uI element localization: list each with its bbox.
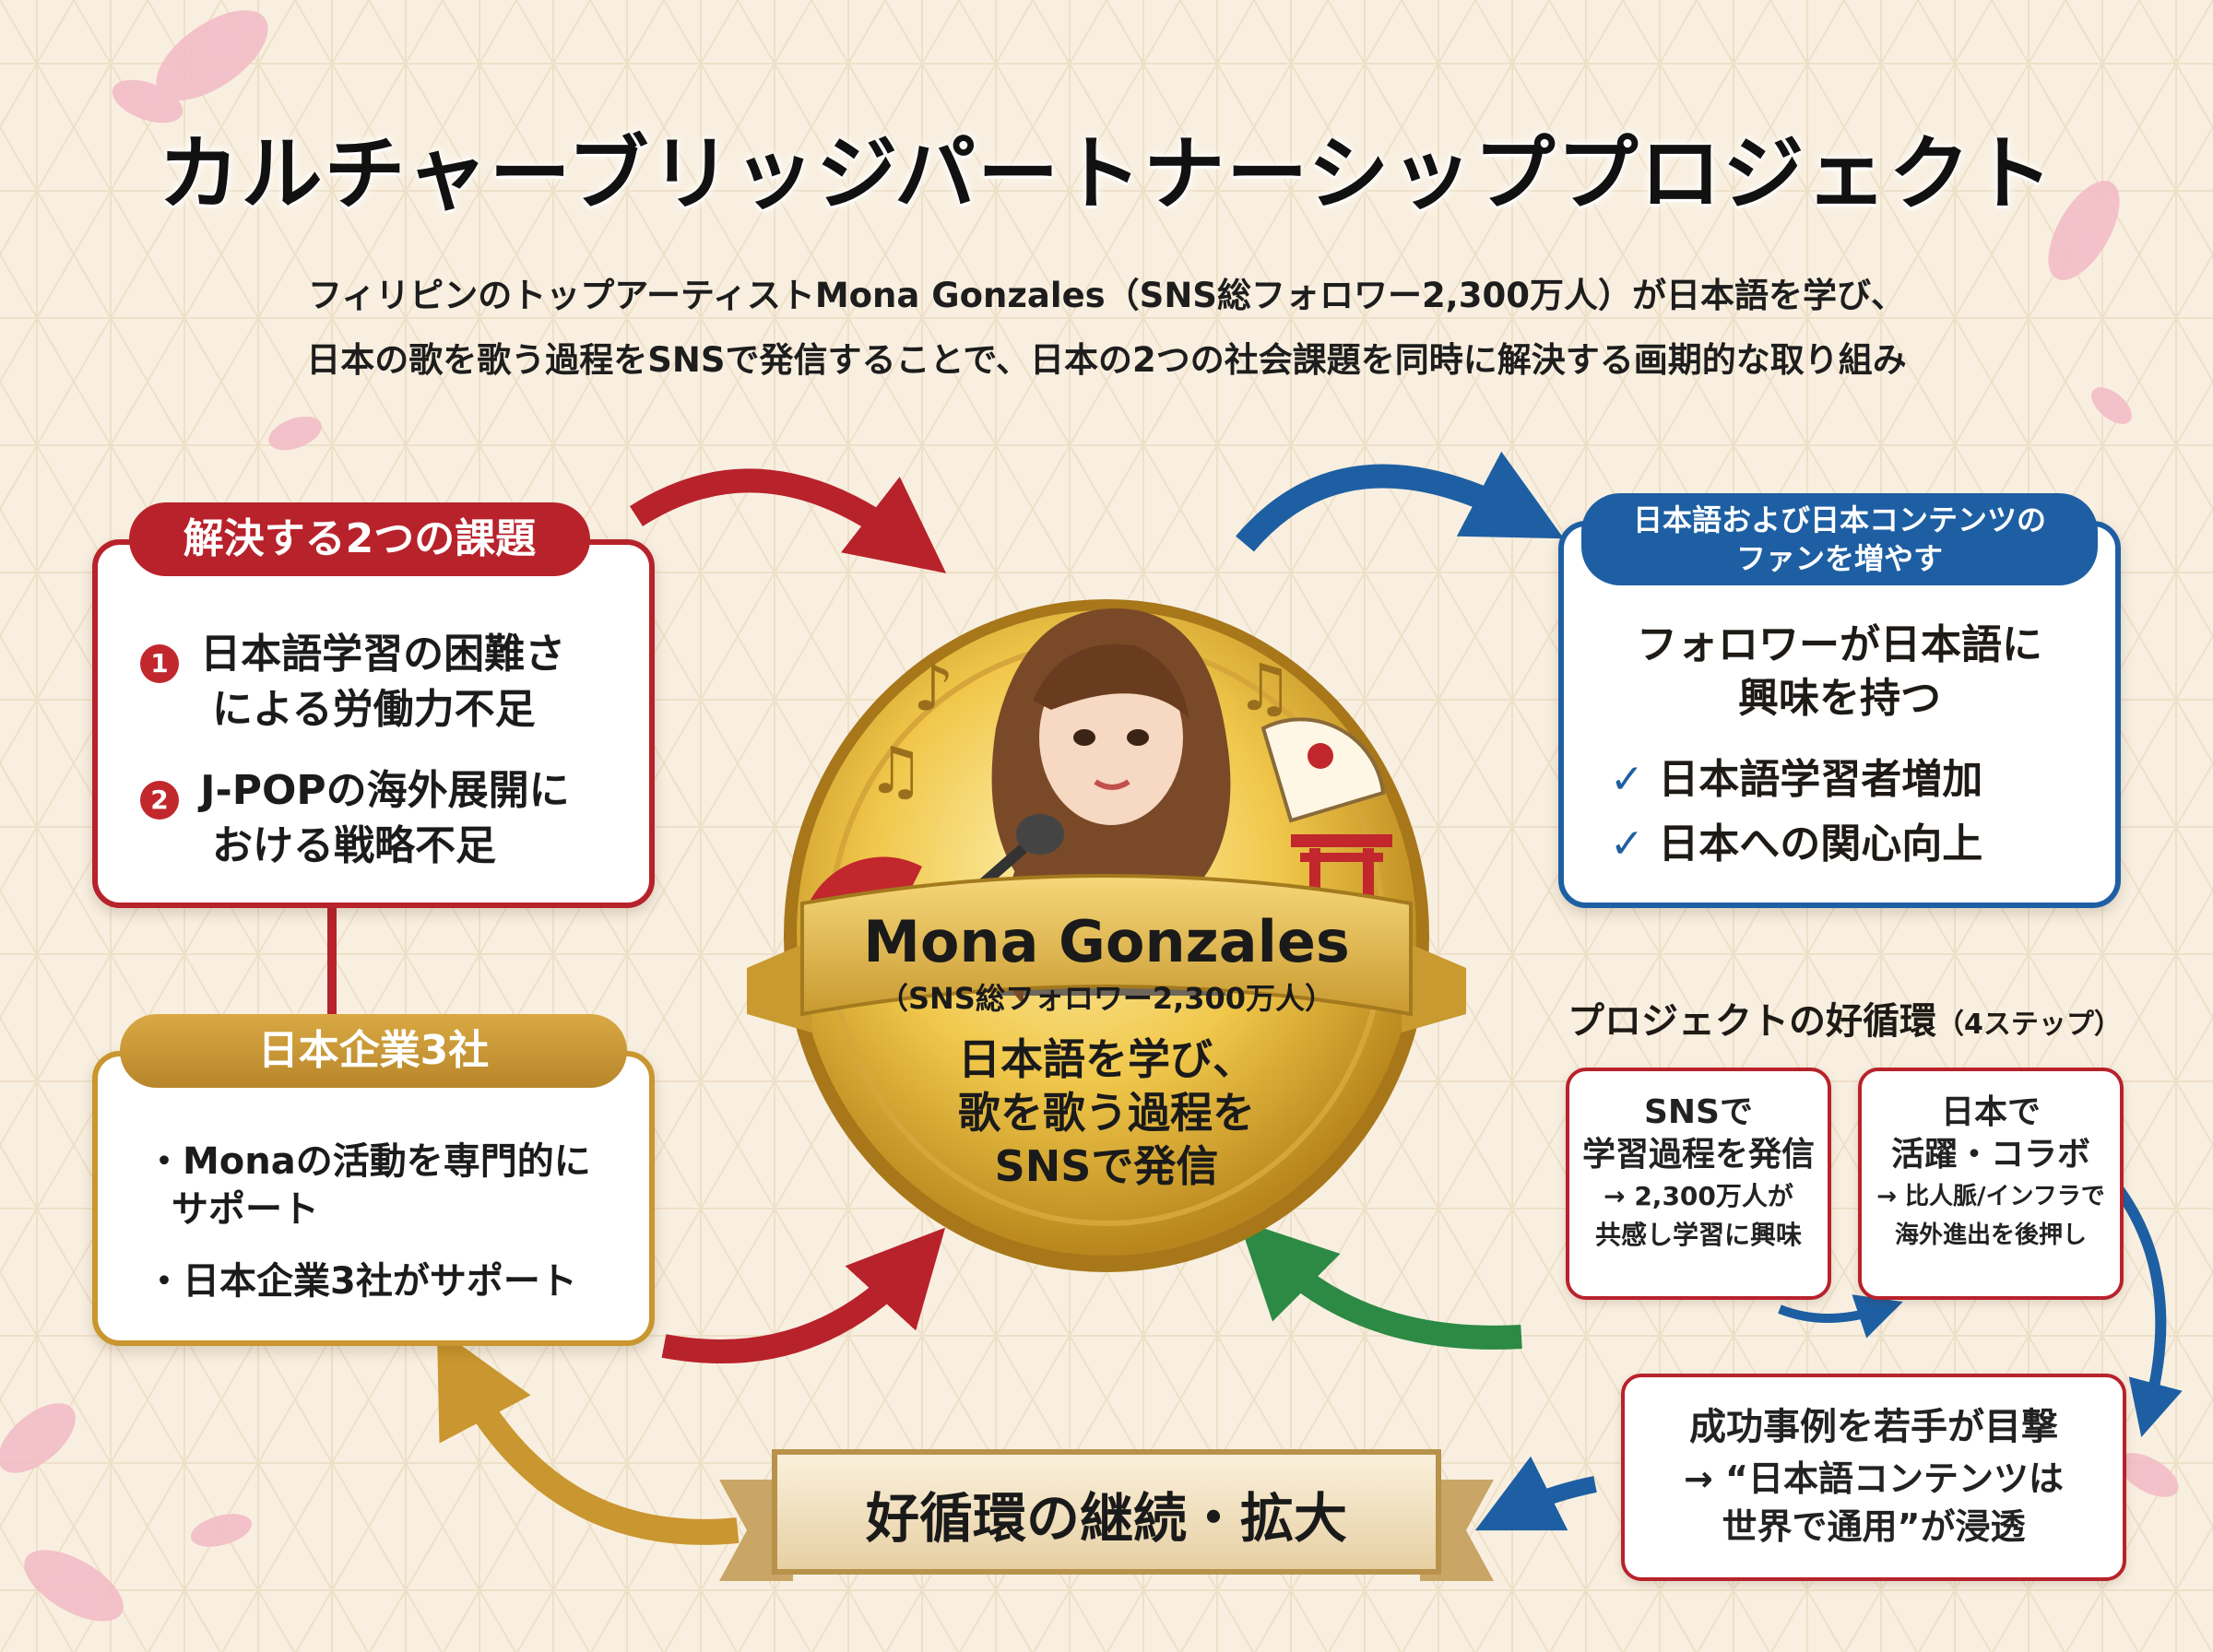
center-followers: （SNS総フォロワー2,300万人）: [878, 981, 1335, 1016]
issue-1-line-1: 日本語学習の困難さ: [200, 631, 566, 678]
step-2-line-1: 日本で: [1940, 1093, 2041, 1131]
fans-headline: フォロワーが日本語に 興味を持つ: [1564, 619, 2115, 726]
cycle-title-suffix: （4ステップ）: [1936, 1009, 2122, 1041]
fans-header-line-2: ファンを増やす: [1735, 541, 1943, 576]
issues-card: 1 日本語学習の困難さ による労働力不足 2 J-POPの海外展開に おける戦略…: [92, 539, 655, 908]
issue-2-line-1: J-POPの海外展開に: [200, 767, 570, 814]
arrow-banner-to-companies: [436, 1328, 740, 1545]
step-3-line-1: 成功事例を若手が目撃: [1689, 1406, 2058, 1448]
issue-2-line-2: おける戦略不足: [212, 821, 496, 869]
fans-check-2-label: 日本への関心向上: [1658, 820, 1983, 867]
step-1-line-3: → 2,300万人が: [1604, 1181, 1793, 1211]
cycle-banner: 好循環の継続・拡大: [865, 1487, 1347, 1550]
fan-icon-right: [1260, 717, 1386, 823]
cycle-title-main: プロジェクトの好循環: [1568, 1000, 1936, 1043]
check-icon: ✓: [1610, 756, 1644, 803]
fans-checklist: ✓ 日本語学習者増加 ✓ 日本への関心向上: [1610, 748, 1982, 877]
center-medal: ♪ ♫ ♫: [747, 599, 1466, 1272]
center-desc: 日本語を学び、 歌を歌う過程を SNSで発信: [830, 1032, 1383, 1193]
companies-card: ・Monaの活動を専門的に サポート ・日本企業3社がサポート: [92, 1051, 655, 1346]
company-bullet-2-line-1: ・日本企業3社がサポート: [146, 1260, 577, 1303]
subtitle-line-1: フィリピンのトップアーティストMona Gonzales（SNS総フォロワー2,…: [308, 276, 1905, 315]
svg-text:♫: ♫: [1236, 650, 1294, 726]
sakura-petals: [0, 10, 2179, 1622]
step-1-line-1: SNSで: [1644, 1093, 1753, 1131]
step-1-line-4: 共感し学習に興味: [1594, 1220, 1802, 1250]
issue-1-line-2: による労働力不足: [212, 685, 536, 733]
arrow-medal-to-fans: [1236, 451, 1565, 552]
fans-card: フォロワーが日本語に 興味を持つ ✓ 日本語学習者増加 ✓ 日本への関心向上: [1558, 521, 2121, 908]
cycle-step-1: SNSで 学習過程を発信 → 2,300万人が 共感し学習に興味: [1566, 1068, 1831, 1300]
cycle-step-2: 日本で 活躍・コラボ → 比人脈/インフラで 海外進出を後押し: [1858, 1068, 2124, 1300]
cycle-step-3: 成功事例を若手が目撃 → “日本語コンテンツは 世界で通用”が浸透: [1621, 1374, 2126, 1581]
arrow-step2-to-step3: [2107, 1176, 2183, 1437]
company-bullet-1-line-1: ・Monaの活動を専門的に: [146, 1140, 591, 1183]
step-1-line-2: 学習過程を発信: [1581, 1136, 1815, 1174]
company-bullet-2: ・日本企業3社がサポート: [146, 1257, 577, 1305]
issue-item-2: 2 J-POPの海外展開に おける戦略不足: [140, 764, 570, 873]
fans-headline-line-1: フォロワーが日本語に: [1637, 621, 2042, 668]
center-desc-line-1: 日本語を学び、: [958, 1034, 1255, 1084]
company-bullet-1-line-2: サポート: [172, 1188, 319, 1231]
arrow-companies-to-medal: [661, 1227, 946, 1363]
fans-check-2: ✓ 日本への関心向上: [1610, 812, 1982, 877]
issues-header: 解決する2つの課題: [129, 502, 590, 576]
cycle-title: プロジェクトの好循環（4ステップ）: [1568, 991, 2122, 1044]
fans-headline-line-2: 興味を持つ: [1738, 675, 1941, 722]
fans-header-line-1: 日本語および日本コンテンツの: [1632, 502, 2046, 537]
issue-number-2: 2: [140, 780, 179, 820]
fans-header: 日本語および日本コンテンツの ファンを増やす: [1581, 493, 2098, 585]
arrow-step1-to-step2: [1778, 1294, 1903, 1339]
center-name: Mona Gonzales: [863, 908, 1350, 975]
cycle-banner-ribbon: [719, 1449, 1494, 1581]
music-note-icon: ♪ ♫ ♫: [867, 650, 1294, 808]
center-desc-line-3: SNSで発信: [994, 1141, 1219, 1191]
arrow-cycle-to-medal: [1238, 1220, 1522, 1350]
company-bullet-1: ・Monaの活動を専門的に サポート: [146, 1138, 591, 1233]
check-icon: ✓: [1610, 820, 1644, 867]
fans-check-1: ✓ 日本語学習者増加: [1610, 748, 1982, 812]
arrow-step3-to-banner: [1474, 1456, 1597, 1531]
step-3-line-3: 世界で通用”が浸透: [1722, 1506, 2026, 1547]
step-3-line-2: → “日本語コンテンツは: [1683, 1458, 2065, 1499]
step-2-line-3: → 比人脈/インフラで: [1876, 1183, 2105, 1210]
center-desc-line-2: 歌を歌う過程を: [958, 1088, 1255, 1138]
step-2-line-2: 活躍・コラボ: [1890, 1136, 2090, 1174]
issue-number-1: 1: [140, 643, 179, 683]
svg-text:♫: ♫: [867, 733, 925, 808]
step-2-line-4: 海外進出を後押し: [1894, 1221, 2087, 1249]
fans-check-1-label: 日本語学習者増加: [1658, 756, 1983, 803]
arrow-issues-to-medal: [629, 468, 947, 573]
subtitle-line-2: 日本の歌を歌う過程をSNSで発信することで、日本の2つの社会課題を同時に解決する…: [306, 340, 1907, 380]
page-title: カルチャーブリッジパートナーシッププロジェクト: [158, 125, 2055, 221]
issue-item-1: 1 日本語学習の困難さ による労働力不足: [140, 628, 565, 737]
svg-text:♪: ♪: [913, 650, 954, 726]
companies-header: 日本企業3社: [120, 1014, 627, 1088]
